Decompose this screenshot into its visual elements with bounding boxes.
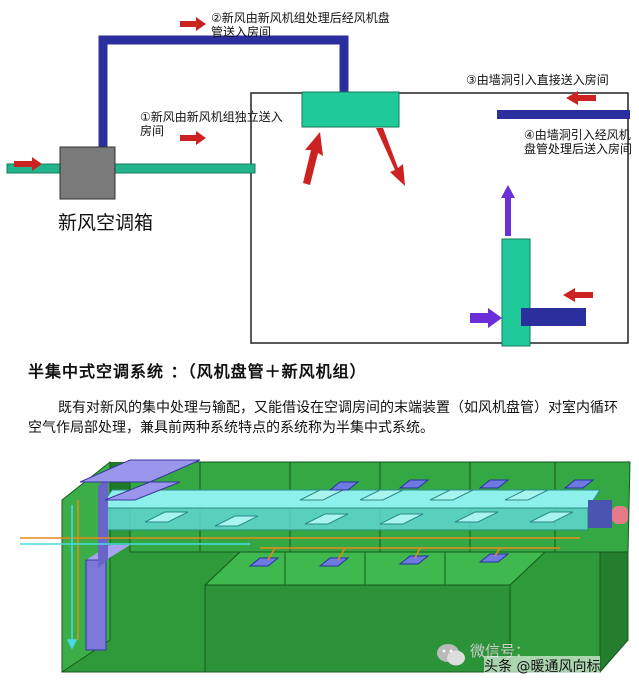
arrow-top-duct — [180, 17, 206, 31]
fresh-air-duct-direct — [6, 163, 256, 174]
ceiling-fan-coil — [301, 91, 400, 128]
label-route-4: ④由墙洞引入经风机盘管处理后送入房间 — [524, 128, 633, 156]
label-route-3: ③由墙洞引入直接送入房间 — [466, 73, 609, 87]
purple-arrows — [470, 185, 515, 328]
arrow-fancoil-return — [303, 132, 323, 185]
red-arrows — [14, 17, 596, 302]
watermark: 微信号： 头条 @暖通风向标 — [432, 640, 637, 680]
fresh-air-duct-to-fan-coil — [98, 35, 349, 150]
label-route-2: ②新风由新风机组处理后经风机盘管送入房间 — [211, 11, 390, 39]
page-title: 半集中式空调系统 ：（风机盘管＋新风机组） — [28, 362, 367, 381]
arrow-supply-up — [501, 185, 515, 236]
arrow-wall-3 — [566, 91, 596, 105]
wechat-icon — [437, 644, 465, 666]
label-route-1: ①新风由新风机组独立送入房间 — [140, 110, 283, 138]
wall-opening-duct-4 — [521, 308, 586, 326]
arrow-wall-4 — [563, 288, 593, 302]
description-paragraph: 既有对新风的集中处理与输配，又能借设在空调房间的末端装置（如风机盘管）对室内循环… — [28, 400, 618, 436]
arrow-fancoil-supply — [376, 128, 405, 186]
wechat-id-text: 微信号： — [470, 642, 531, 660]
building-illustration — [20, 459, 631, 674]
room-outline — [250, 92, 629, 344]
fresh-air-unit — [59, 146, 116, 200]
unit-label: 新风空调箱 — [58, 212, 154, 234]
wall-opening-duct-3 — [497, 110, 630, 119]
arrow-return-in — [470, 308, 502, 328]
source-text: 头条 @暖通风向标 — [484, 656, 601, 676]
wall-fan-coil — [501, 238, 531, 347]
arrow-inlet-left — [14, 157, 42, 171]
arrow-direct-duct — [180, 131, 206, 145]
